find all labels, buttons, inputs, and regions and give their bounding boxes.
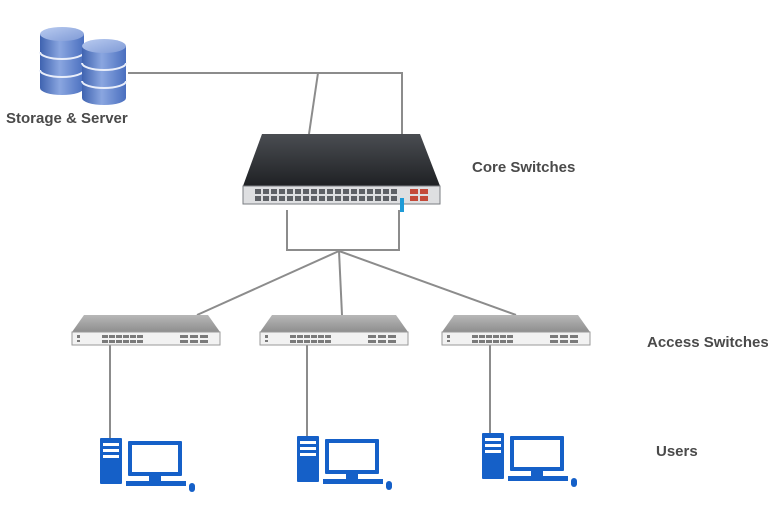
access-switch-icon: [259, 315, 409, 346]
access-switch-icon: [441, 315, 591, 346]
link-hub-to-access-1: [196, 250, 340, 316]
link-storage-to-core-2: [308, 72, 319, 135]
storage-server-label: Storage & Server: [6, 110, 128, 127]
connection-lines: [109, 72, 517, 440]
desktop-pc-icon: [297, 436, 392, 490]
access-switches-label: Access Switches: [647, 334, 768, 351]
database-stack-icon: [39, 27, 127, 105]
link-storage-to-core: [128, 72, 403, 134]
core-switch-icon: [242, 134, 441, 212]
link-hub-to-access-3: [338, 250, 517, 316]
desktop-pc-icon: [482, 433, 577, 487]
access-switch-icon: [71, 315, 221, 346]
users-label: Users: [656, 443, 698, 460]
core-switches-label: Core Switches: [472, 159, 576, 176]
link-core-down: [286, 210, 400, 251]
desktop-pc-icon: [100, 438, 195, 492]
link-hub-to-access-2: [338, 250, 343, 316]
